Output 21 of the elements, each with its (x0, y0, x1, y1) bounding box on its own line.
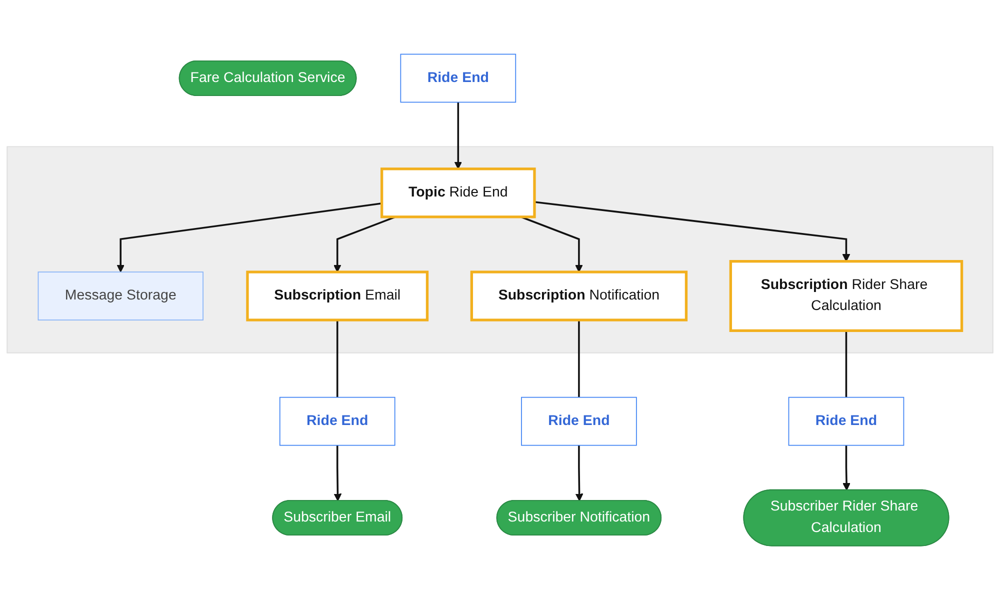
node-box (38, 272, 204, 320)
cluster (6, 146, 994, 354)
arrow (333, 216, 396, 272)
arrow (454, 102, 462, 170)
arrow (842, 445, 850, 491)
arrow (116, 202, 382, 272)
node-box (788, 396, 904, 446)
connector (845, 330, 848, 398)
arrow (575, 445, 584, 502)
node-box (400, 54, 516, 103)
node-box (470, 270, 688, 322)
connector (578, 320, 580, 398)
arrow (334, 445, 342, 502)
arrow (520, 216, 583, 272)
arrow (534, 201, 850, 262)
node-box (246, 270, 429, 322)
node-box (729, 260, 964, 332)
connector (336, 320, 338, 398)
node-box (380, 168, 536, 218)
node-box (279, 396, 396, 446)
node-box (521, 396, 637, 446)
